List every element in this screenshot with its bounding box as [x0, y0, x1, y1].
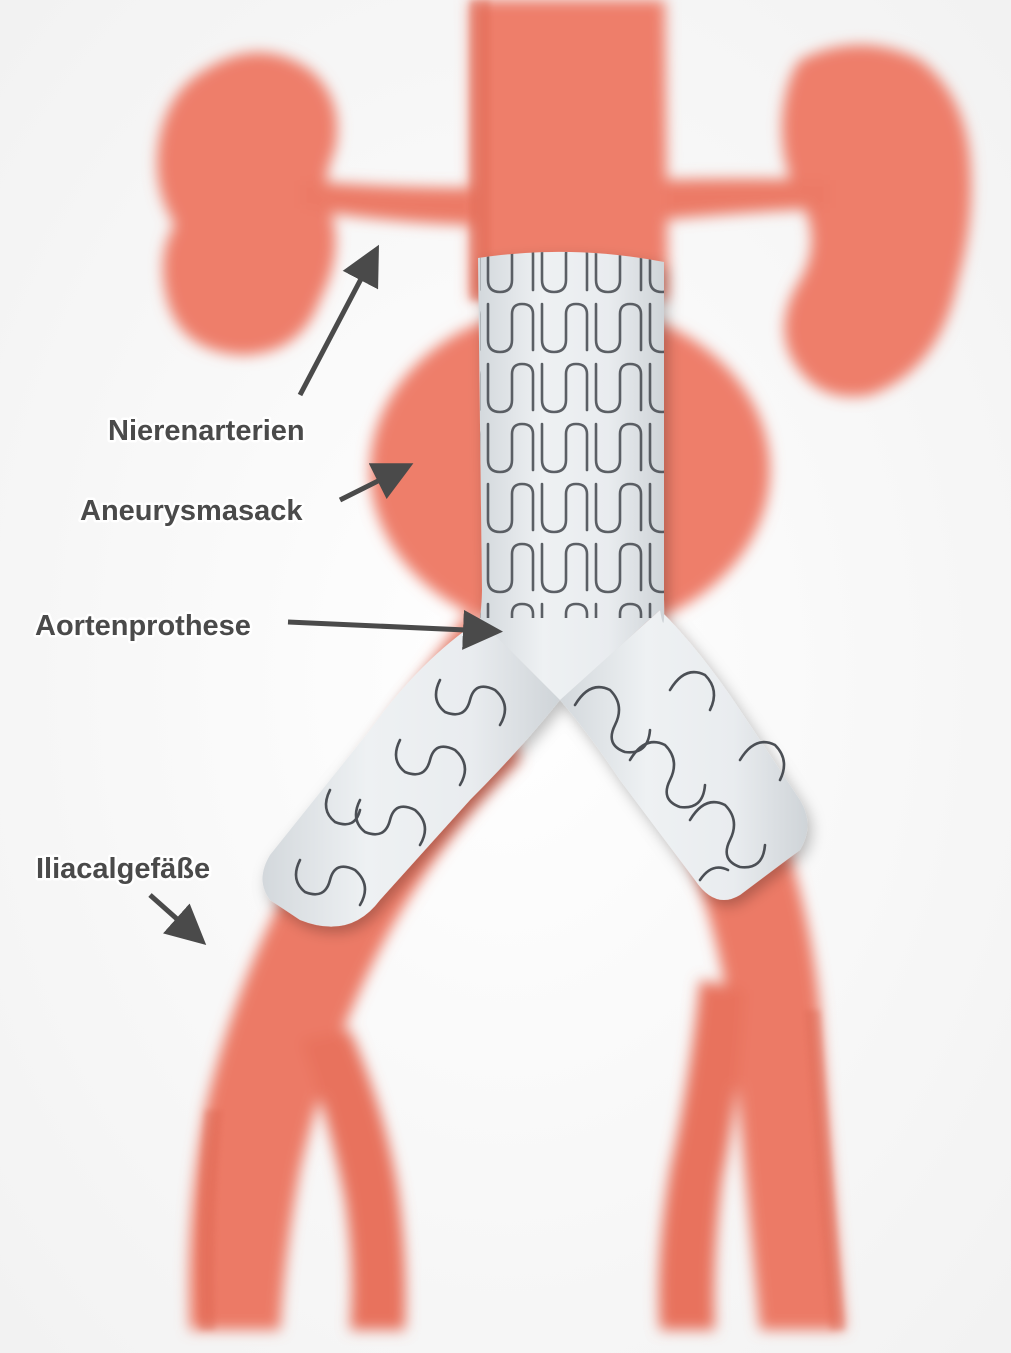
label-aneurysm-sac: Aneurysmasack — [80, 495, 303, 527]
label-iliac-vessels: Iliacalgefäße — [36, 853, 210, 885]
label-renal-arteries: Nierenarterien — [108, 415, 305, 447]
label-aortic-prosthesis: Aortenprothese — [35, 610, 251, 642]
stent-wire-pattern — [480, 248, 670, 618]
